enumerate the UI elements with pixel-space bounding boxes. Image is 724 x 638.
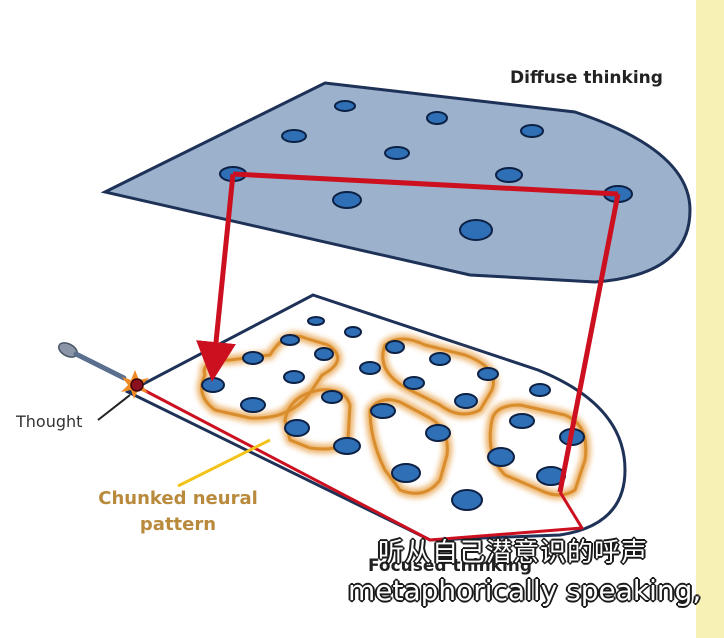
focused-node — [242, 351, 264, 365]
diffuse-nodes — [219, 100, 633, 241]
diffuse-thinking-label: Diffuse thinking — [510, 68, 663, 88]
focused-node — [370, 403, 396, 419]
chunk-4-core — [368, 398, 449, 495]
diffuse-node — [520, 124, 544, 138]
plunger-rod — [73, 351, 127, 381]
diffuse-node — [332, 191, 362, 209]
focused-node — [201, 377, 225, 393]
subtitle-english: metaphorically speaking, — [348, 574, 702, 607]
thought-launcher — [57, 342, 149, 399]
chunk-3-core — [283, 388, 352, 451]
focused-node — [477, 367, 499, 381]
chunk-pointer — [177, 438, 271, 488]
focused-node — [280, 334, 300, 346]
focused-node — [391, 463, 421, 483]
chunk-2-core — [381, 337, 495, 416]
focused-node — [240, 397, 266, 413]
subtitle-chinese: 听从自己潜意识的呼声 — [378, 538, 649, 568]
focused-node — [425, 424, 451, 442]
chunked-neural-pattern-label: Chunked neural pattern — [98, 488, 258, 535]
focused-node — [359, 361, 381, 375]
diffuse-node — [334, 100, 356, 112]
diffuse-node — [426, 111, 448, 125]
diffuse-path-down-right — [557, 193, 621, 493]
focused-node — [487, 447, 515, 467]
focused-node — [403, 376, 425, 390]
diffuse-path-down-left — [196, 173, 236, 382]
focused-node — [314, 347, 334, 361]
focused-node — [284, 419, 310, 437]
focused-node — [333, 437, 361, 455]
focused-node — [429, 352, 451, 366]
focused-node — [385, 340, 405, 354]
thought-ball — [130, 378, 144, 392]
focused-nodes — [201, 316, 585, 511]
focused-node — [451, 489, 483, 511]
diffuse-node — [384, 146, 410, 160]
thought-path — [137, 171, 621, 542]
focused-node — [529, 383, 551, 397]
focused-thinking-label: Focused thinking — [368, 556, 533, 576]
focused-node — [344, 326, 362, 338]
focused-node — [307, 316, 325, 326]
focused-path-bottom — [137, 385, 584, 542]
diffuse-node — [281, 129, 307, 143]
focused-node — [509, 413, 535, 429]
focused-node — [283, 370, 305, 384]
side-strip — [696, 0, 724, 638]
thought-label: Thought — [16, 412, 83, 431]
diffuse-node — [495, 167, 523, 183]
focused-node — [454, 393, 478, 409]
plunger-knob — [57, 342, 79, 358]
diffuse-node — [459, 219, 493, 241]
thought-pointer — [97, 394, 131, 421]
focused-node — [321, 390, 343, 404]
diffuse-path-top — [232, 171, 619, 197]
